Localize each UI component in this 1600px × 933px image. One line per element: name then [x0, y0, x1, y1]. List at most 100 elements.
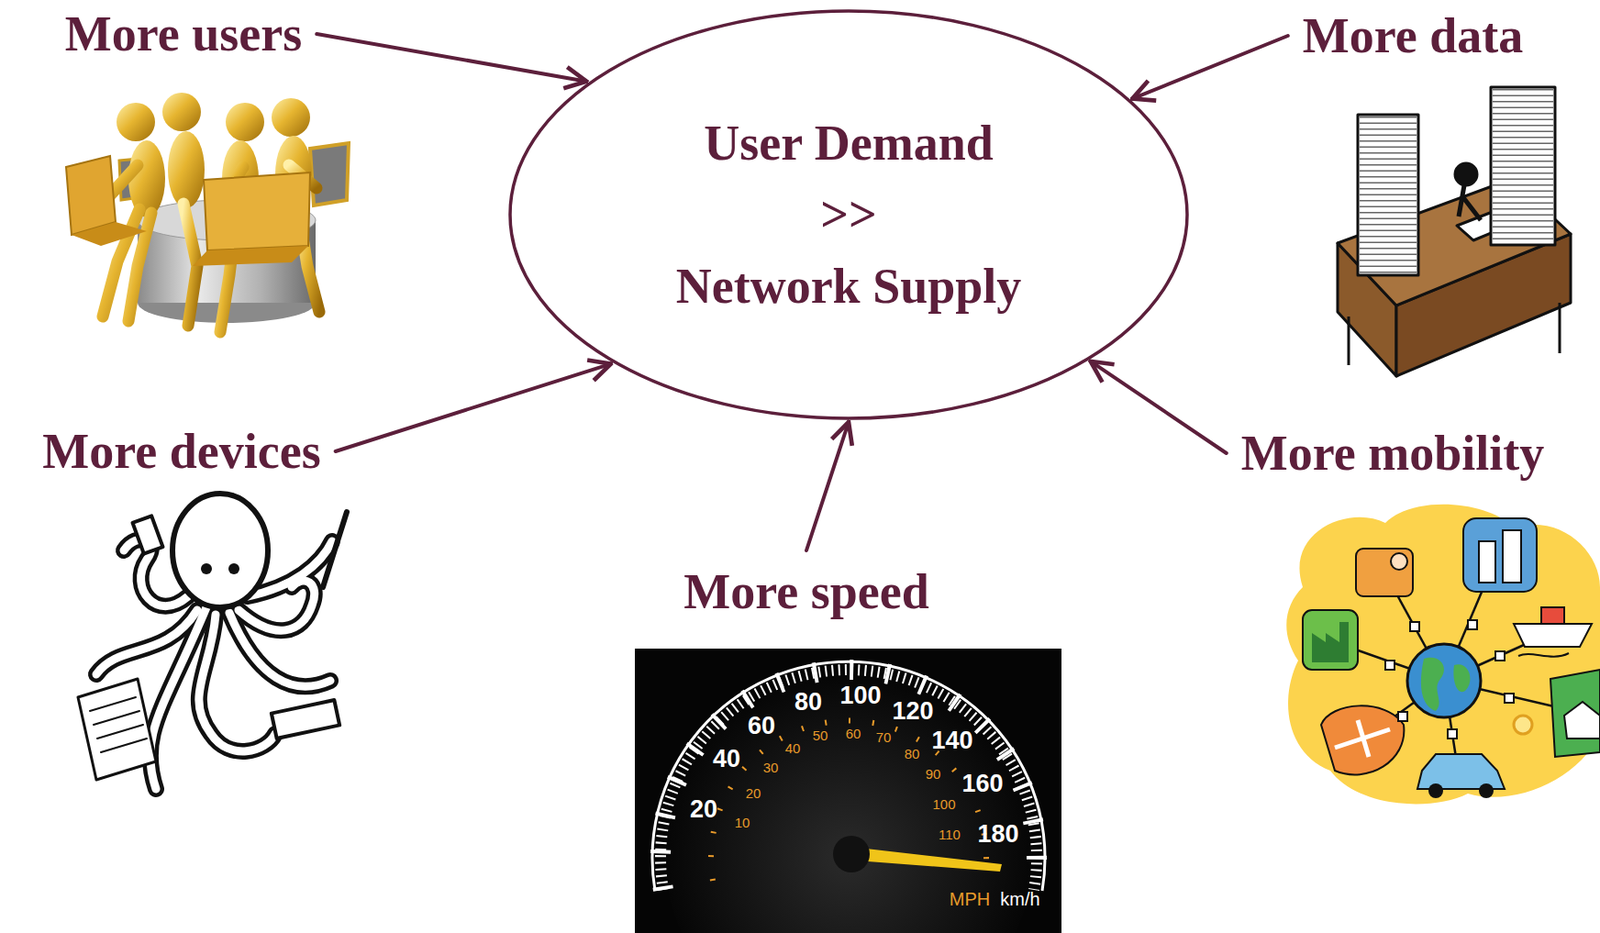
gauge-number: 140 [931, 728, 973, 754]
paper-edges [1359, 116, 1417, 274]
paper [77, 678, 156, 780]
car-wheel [1428, 783, 1444, 799]
laptop-base [192, 245, 309, 267]
octopus-head [172, 493, 268, 608]
driver-label: More speed [679, 561, 933, 623]
desk-leg [1347, 316, 1351, 366]
arrow-connector [335, 364, 612, 452]
ellipse-text: User Demand >> Network Supply [676, 107, 1023, 323]
figure-head [271, 98, 311, 137]
car-wheel [1478, 783, 1494, 799]
driver-text: More devices [42, 422, 321, 480]
laptop-screen [203, 172, 311, 251]
demand-ellipse: User Demand >> Network Supply [508, 9, 1189, 421]
figure-head [162, 92, 201, 132]
gauge-number: 110 [938, 827, 961, 842]
major-ticks [660, 669, 1037, 890]
gauge-number: 30 [763, 760, 779, 775]
driver-label: More users [61, 3, 306, 65]
gauge-number: 50 [812, 728, 829, 743]
figure-body [128, 140, 166, 218]
building [1502, 530, 1522, 583]
arrow-connector [1090, 361, 1227, 454]
desk-leg [1558, 302, 1562, 354]
car-icon [1417, 754, 1505, 789]
plane [1334, 720, 1390, 757]
building [1478, 541, 1496, 583]
person-head [1390, 553, 1408, 570]
dial-rim [652, 661, 1045, 891]
arrow-connector [806, 422, 849, 551]
house [1564, 701, 1600, 739]
needle [855, 847, 1002, 872]
gauge-number: MPH [949, 889, 990, 909]
octopus-eye [200, 563, 212, 575]
link-nodes [1385, 620, 1514, 739]
gauge-number: 20 [689, 797, 718, 823]
gauge-number: 40 [785, 741, 801, 756]
ship-cabin [1541, 607, 1565, 624]
phone [133, 515, 164, 554]
paper-stack [1490, 87, 1556, 245]
driver-text: More data [1302, 7, 1523, 65]
gauge-number: km/h [1000, 889, 1040, 909]
paper-lines [89, 697, 147, 753]
person-body [1458, 185, 1481, 221]
dial-glow [665, 673, 1033, 933]
mobility-illustration [1286, 504, 1600, 805]
book [271, 700, 340, 739]
figure-body [167, 131, 205, 209]
gold-limbs [102, 165, 320, 333]
gauge-number: 160 [961, 771, 1003, 797]
users-illustration [66, 92, 349, 333]
paper-edges [1492, 88, 1554, 244]
laptop-screen [66, 155, 116, 235]
globe [1407, 644, 1481, 718]
octopus-eye [228, 563, 240, 575]
gauge-number: 100 [932, 797, 956, 812]
desk-illustration [1337, 87, 1571, 377]
person-head [1455, 163, 1478, 186]
speedometer [634, 648, 1062, 933]
person-icon [1355, 548, 1413, 597]
figure-head [225, 102, 265, 142]
gauge-number: 60 [747, 713, 776, 739]
sun [1513, 715, 1533, 734]
needle-hub [833, 835, 870, 873]
arrow-connector [1132, 35, 1289, 100]
text-line: User Demand [676, 107, 1023, 179]
factory-icon [1302, 610, 1358, 670]
factory [1311, 622, 1349, 663]
buildings-icon [1463, 518, 1537, 592]
mph-ticks [711, 721, 987, 881]
yellow-blob [1286, 504, 1600, 805]
ellipse-shape [510, 11, 1188, 419]
driver-text: More speed [683, 563, 929, 621]
laptop-base [71, 222, 147, 246]
gauge-number: 120 [891, 699, 934, 724]
driver-text: More users [65, 5, 302, 63]
driver-text: More mobility [1241, 424, 1545, 482]
text-line: >> [676, 178, 1023, 251]
plane-icon [1321, 705, 1404, 775]
continents [1421, 657, 1471, 712]
gauge-number: 20 [745, 786, 762, 800]
gauge-number: 100 [839, 683, 881, 709]
figure-head [116, 102, 156, 142]
wave [1518, 653, 1569, 657]
pen [322, 511, 347, 588]
arrow-connector [316, 33, 587, 82]
house-icon [1550, 669, 1600, 757]
gauge-number: 80 [794, 689, 823, 715]
gauge-number: 60 [845, 726, 862, 741]
gauge-number: 90 [925, 766, 942, 781]
gauge-number: 80 [904, 746, 921, 761]
gauge-number: 10 [734, 815, 751, 830]
octopus-illustration [77, 493, 347, 789]
driver-label: More data [1299, 5, 1527, 67]
gauge-number: 40 [712, 746, 741, 772]
text-line: Network Supply [676, 250, 1023, 323]
driver-label: More mobility [1237, 422, 1548, 484]
gauge-number: 180 [977, 822, 1019, 847]
